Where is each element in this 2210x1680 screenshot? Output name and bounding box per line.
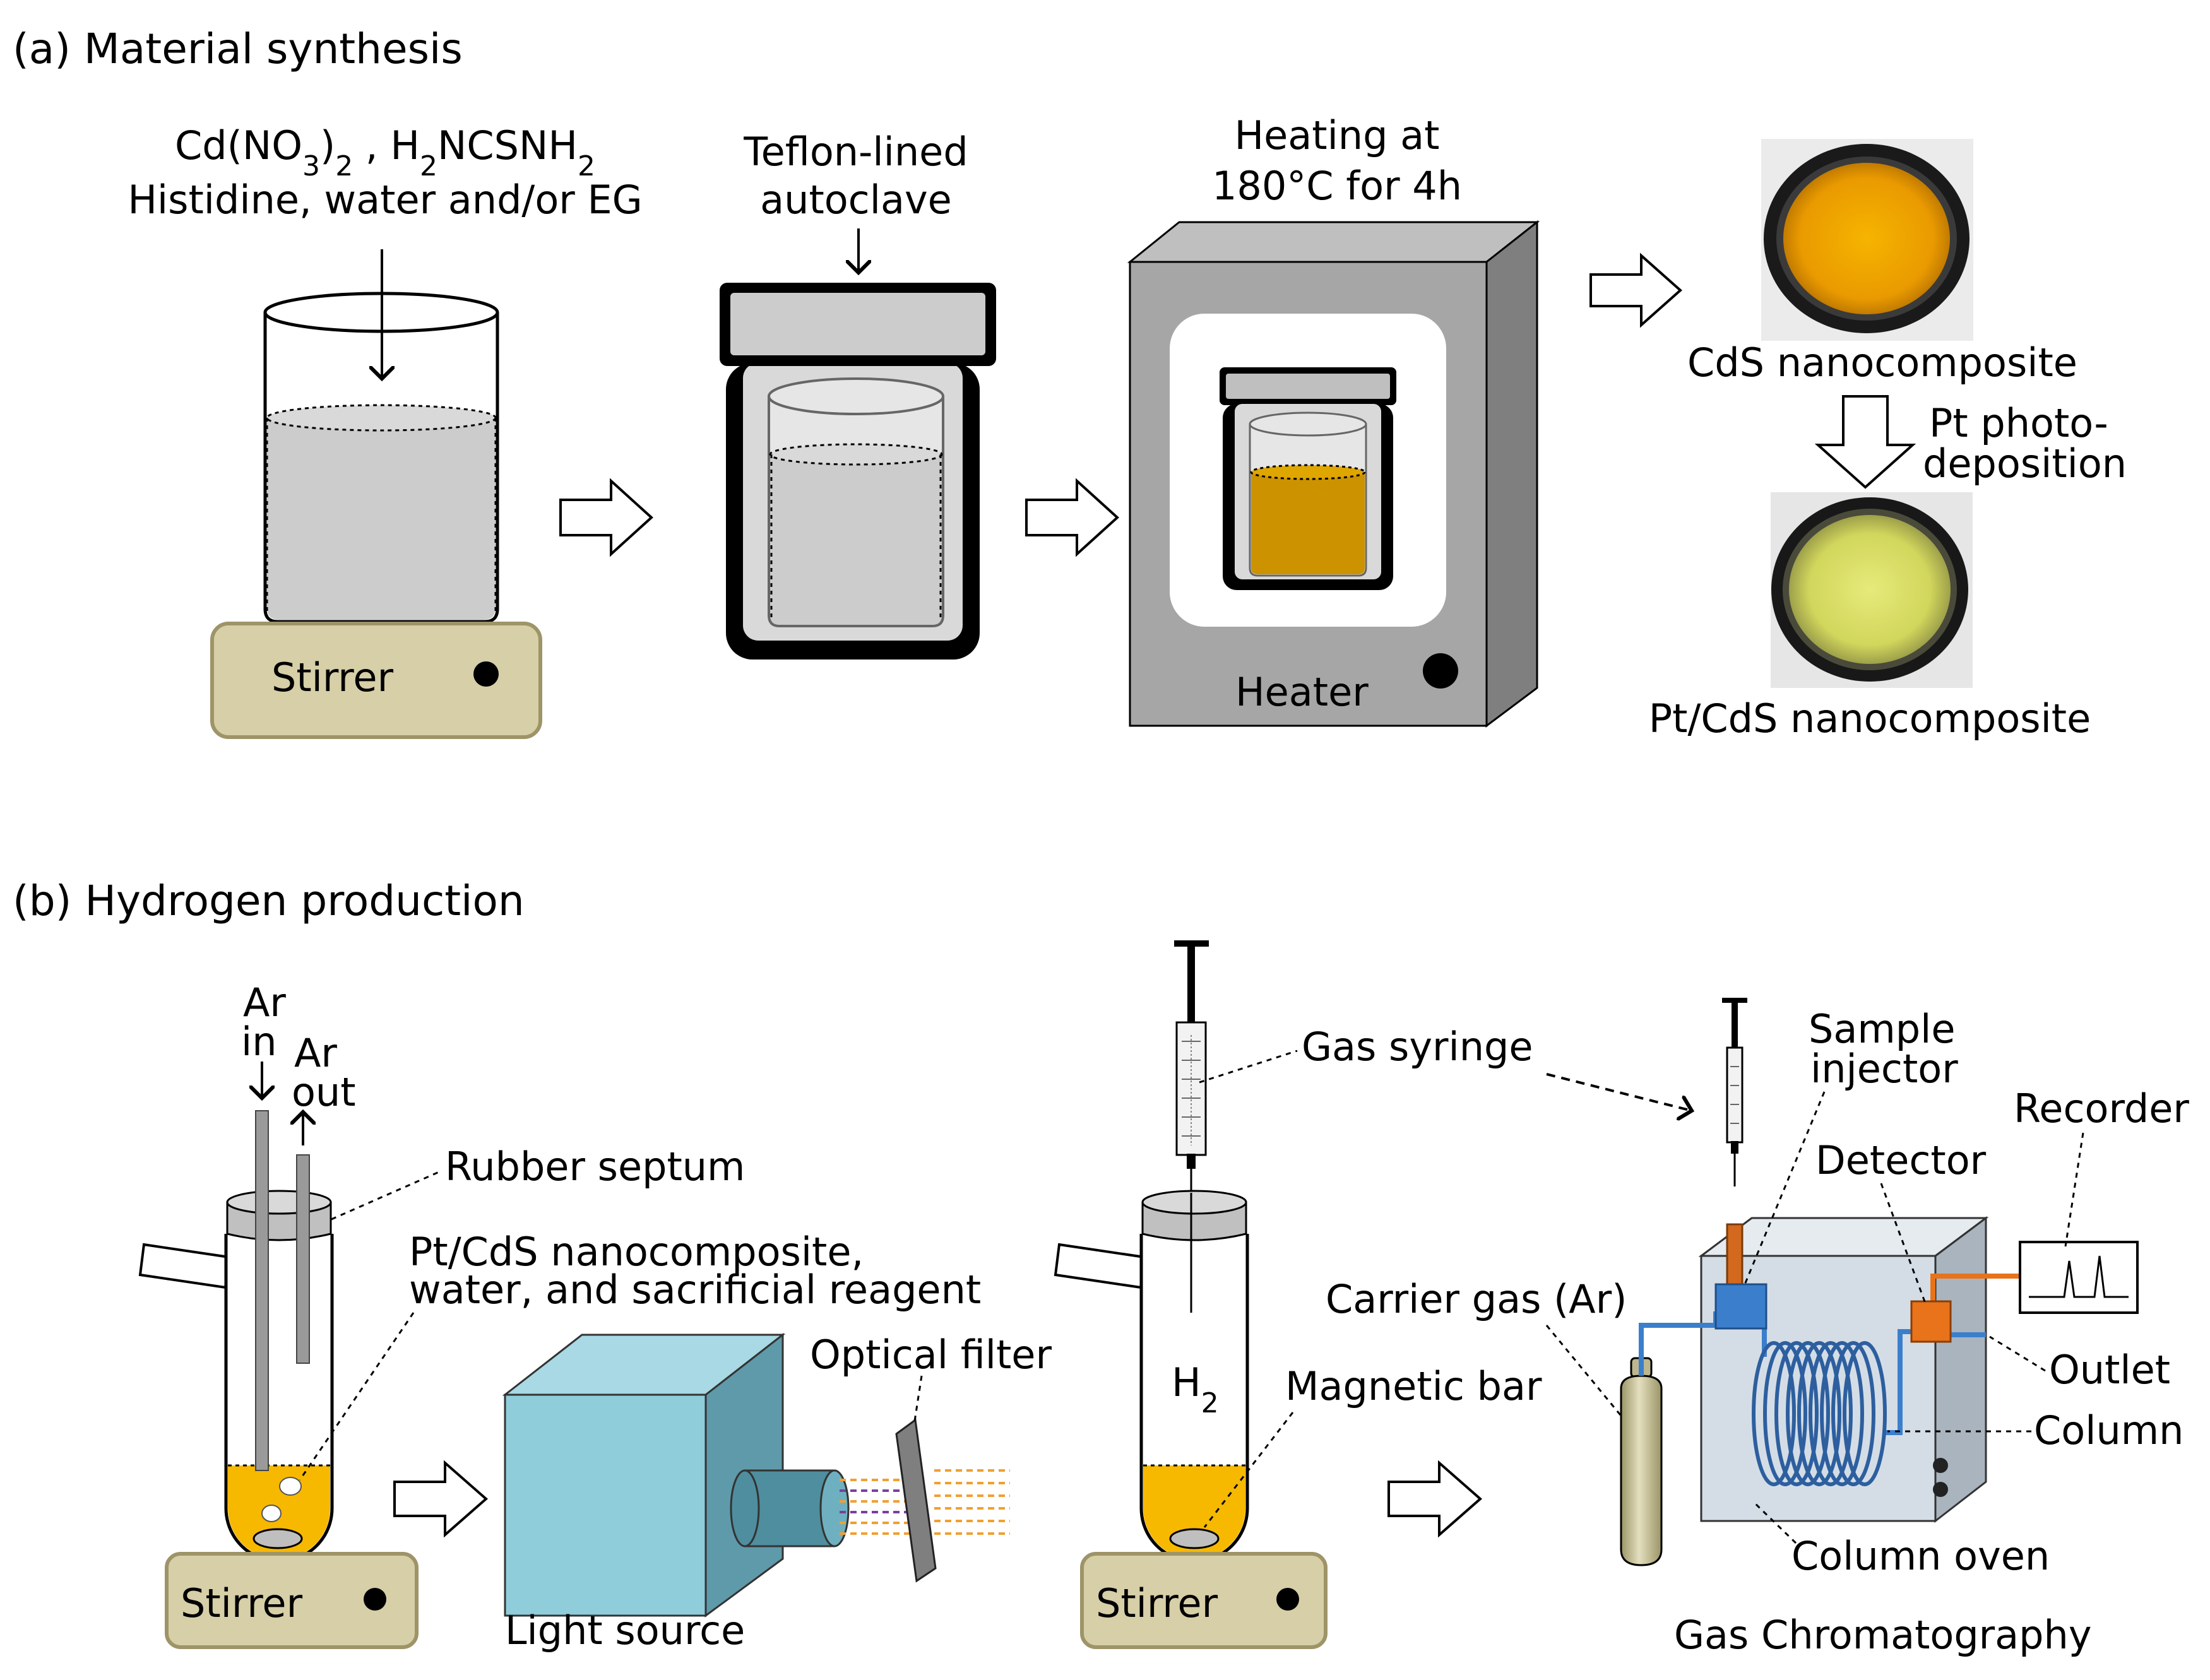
stir-bar <box>252 1528 303 1549</box>
carrier-gas-label: Carrier gas (Ar) <box>1326 1276 1627 1322</box>
carrier-gas-cylinder <box>1620 1357 1663 1566</box>
recorder <box>2019 1241 2139 1314</box>
stirrer-a-knob <box>473 661 499 687</box>
stirrer-b-left-knob <box>364 1588 386 1611</box>
column-coil <box>1752 1341 1887 1486</box>
process-arrow-down <box>1814 395 1916 489</box>
bubble <box>261 1505 282 1522</box>
sample-injector-line2: injector <box>1810 1046 1958 1092</box>
gas-syringe <box>1174 940 1209 1313</box>
sample-injector-leader <box>1742 1091 1826 1288</box>
beaker-liquid <box>267 418 496 620</box>
beaker <box>263 292 499 624</box>
rubber-septum-label: Rubber septum <box>445 1144 745 1190</box>
ar-out-tube <box>296 1154 310 1364</box>
section-a-title: (a) Material synthesis <box>13 25 463 73</box>
magnetic-bar-label: Magnetic bar <box>1285 1363 1542 1409</box>
process-arrow-1 <box>559 478 653 557</box>
ptcds-nanocomposite-label: Pt/CdS nanocomposite <box>1649 695 2091 742</box>
h2-label: H2 <box>1172 1359 1219 1419</box>
stirrer-b-right-label: Stirrer <box>1096 1580 1218 1626</box>
heater-knob <box>1423 653 1458 689</box>
gas-chromatograph <box>1639 1216 2020 1523</box>
stirrer-b-right: Stirrer <box>1080 1552 1328 1649</box>
light-beams <box>840 1469 1010 1535</box>
stirrer-a-label: Stirrer <box>271 654 394 701</box>
reagents-solvents: Histidine, water and/or EG <box>128 177 642 223</box>
gas-syringe-leader <box>1199 1050 1298 1084</box>
section-b-title: (b) Hydrogen production <box>13 877 525 925</box>
gas-syringe-label: Gas syringe <box>1302 1024 1533 1070</box>
pt-step-line1: Pt photo- <box>1929 400 2108 446</box>
stirrer-b-right-knob <box>1276 1588 1299 1611</box>
autoclave-label-line2: autoclave <box>760 177 952 223</box>
ar-in-line2: in <box>241 1019 277 1065</box>
rubber-septum-leader <box>331 1169 443 1221</box>
cds-nanocomposite-photo <box>1761 139 1973 341</box>
reaction-tube-h2 <box>1054 1190 1249 1563</box>
injection-syringe <box>1722 998 1747 1186</box>
optical-filter-label: Optical filter <box>810 1332 1052 1378</box>
heater-solution <box>1251 472 1365 574</box>
sample-injector-block <box>1714 1283 1767 1330</box>
light-source <box>502 1332 850 1618</box>
detector-leader <box>1880 1183 1927 1304</box>
process-arrow-3 <box>1589 252 1683 328</box>
gc-knob <box>1933 1458 1948 1473</box>
outlet-label: Outlet <box>2049 1347 2170 1393</box>
stirrer-a: Stirrer <box>210 622 542 739</box>
magnetic-stir-bar <box>1169 1528 1220 1549</box>
rubber-septum-cap <box>226 1190 332 1215</box>
ar-in-line1: Ar <box>243 979 286 1026</box>
heating-label-line2: 180°C for 4h <box>1212 163 1462 209</box>
magnetic-bar-leader <box>1203 1412 1294 1528</box>
heater-label: Heater <box>1235 669 1369 715</box>
ptcds-nanocomposite-photo <box>1771 492 1973 688</box>
heater: Heater <box>1127 220 1540 728</box>
reaction-tube-h2-solution <box>1143 1465 1245 1559</box>
mixture-label-line1: Pt/CdS nanocomposite, <box>409 1229 864 1275</box>
stirrer-b-left: Stirrer <box>165 1552 419 1649</box>
gas-chromatography-label: Gas Chromatography <box>1674 1612 2092 1658</box>
ar-in-tube <box>255 1110 269 1471</box>
autoclave <box>720 283 996 660</box>
light-source-label: Light source <box>505 1607 745 1653</box>
outlet-leader <box>1989 1335 2046 1372</box>
heating-label-line1: Heating at <box>1235 112 1440 158</box>
injector-port <box>1726 1223 1744 1289</box>
autoclave-label-line1: Teflon-lined <box>743 129 968 175</box>
column-oven-label: Column oven <box>1791 1533 2050 1579</box>
transfer-arrow <box>1546 1073 1692 1111</box>
process-arrow-b2 <box>1387 1460 1483 1538</box>
pt-step-line2: deposition <box>1923 441 2127 487</box>
bubble <box>279 1477 302 1496</box>
detector-block <box>1910 1300 1952 1343</box>
optical-filter <box>895 1418 937 1583</box>
optical-filter-leader <box>913 1375 923 1426</box>
recorder-leader <box>2064 1132 2084 1247</box>
process-arrow-b1 <box>393 1460 489 1538</box>
ar-out-line2: out <box>292 1069 356 1115</box>
mixture-label-line2: water, and sacrificial reagent <box>409 1267 981 1313</box>
column-label: Column <box>2034 1407 2183 1453</box>
reaction-tube <box>138 1110 334 1563</box>
detector-label: Detector <box>1815 1137 1987 1183</box>
recorder-label: Recorder <box>2014 1085 2189 1132</box>
sample-injector-line1: Sample <box>1809 1006 1955 1052</box>
ar-out-line1: Ar <box>294 1030 337 1076</box>
process-arrow-2 <box>1025 478 1119 557</box>
cds-nanocomposite-label: CdS nanocomposite <box>1687 340 2077 386</box>
stirrer-b-left-label: Stirrer <box>181 1580 303 1626</box>
column-outlet-line <box>1882 1329 1914 1435</box>
reagents-formula: Cd(NO3)2 , H2NCSNH2 <box>175 122 595 182</box>
mixture-leader <box>299 1312 415 1481</box>
gc-knob <box>1933 1482 1948 1497</box>
